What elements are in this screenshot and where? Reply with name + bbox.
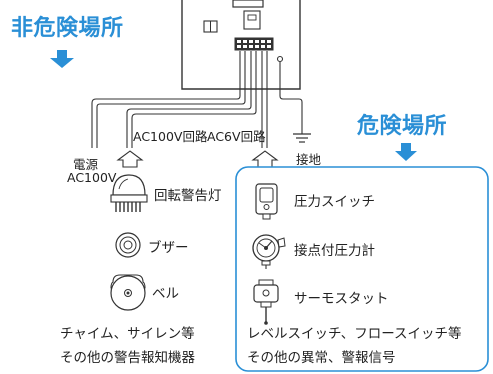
conduit-cap-ac100v bbox=[116, 150, 144, 168]
contact-gauge-icon bbox=[252, 234, 286, 269]
ac6v-circuit-label: AC6V回路 bbox=[207, 129, 266, 144]
alarm-note-line2: その他の警告報知機器 bbox=[60, 350, 195, 366]
ground-symbol bbox=[293, 133, 311, 143]
rotating-light-label: 回転警告灯 bbox=[154, 188, 222, 204]
hazardous-area-boundary bbox=[235, 166, 489, 372]
ground-label: 接地 bbox=[296, 152, 322, 167]
cables bbox=[91, 51, 303, 148]
bell-label: ベル bbox=[152, 286, 179, 302]
sensor-note-line2: その他の異常、警報信号 bbox=[247, 350, 396, 366]
thermostat-label: サーモスタット bbox=[294, 291, 389, 307]
thermostat-icon bbox=[253, 279, 279, 325]
power-label-line1: 電源 bbox=[73, 157, 99, 172]
non-hazardous-arrow bbox=[50, 50, 74, 68]
non-hazardous-zone-title: 非危険場所 bbox=[11, 16, 124, 41]
contact-gauge-label: 接点付圧力計 bbox=[294, 243, 375, 259]
pressure-switch-icon bbox=[255, 183, 278, 220]
control-box bbox=[181, 0, 301, 90]
buzzer-label: ブザー bbox=[148, 240, 189, 256]
rotating-light-icon bbox=[110, 174, 148, 212]
ac100v-circuit-label: AC100V回路 bbox=[133, 129, 208, 144]
sensor-note-line1: レベルスイッチ、フロースイッチ等 bbox=[247, 326, 462, 342]
conduit-cap-ac6v bbox=[251, 150, 279, 168]
bell-icon bbox=[110, 274, 146, 311]
buzzer-icon bbox=[115, 232, 141, 258]
alarm-note-line1: チャイム、サイレン等 bbox=[60, 326, 195, 342]
hazardous-arrow bbox=[395, 143, 417, 161]
pressure-switch-label: 圧力スイッチ bbox=[294, 194, 375, 210]
power-label-line2: AC100V bbox=[67, 170, 117, 185]
hazardous-zone-title: 危険場所 bbox=[357, 114, 448, 139]
